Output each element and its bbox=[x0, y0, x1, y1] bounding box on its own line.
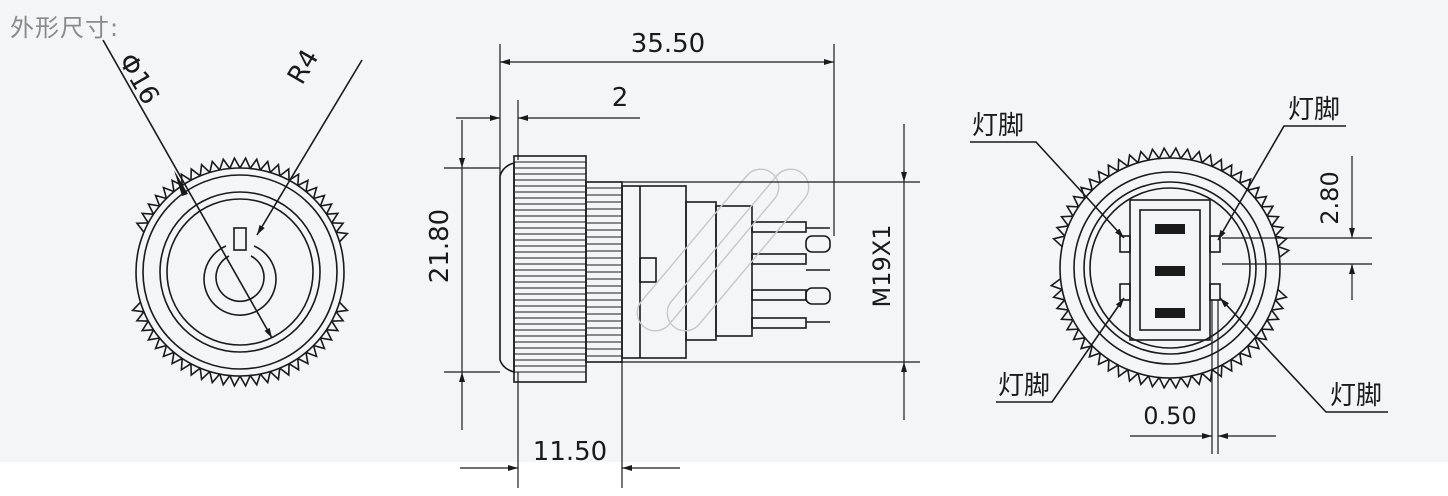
power-icon bbox=[203, 227, 277, 316]
lamp-leader-tl bbox=[970, 141, 1125, 239]
page-title: 外形尺寸: bbox=[10, 14, 120, 42]
center-block bbox=[1129, 199, 1211, 341]
diameter-label: Φ16 bbox=[112, 49, 165, 110]
lamp-pins bbox=[1119, 235, 1221, 301]
rear-view: 灯脚 灯脚 灯脚 灯脚 2.80 0.50 bbox=[970, 95, 1388, 454]
lamp-label-tr: 灯脚 bbox=[1288, 95, 1340, 125]
rear-inner-circle bbox=[1083, 181, 1257, 355]
front-ring-circle bbox=[142, 174, 338, 370]
switch-body bbox=[621, 185, 687, 359]
rear-knurled-ring bbox=[1049, 146, 1291, 390]
watermark bbox=[636, 168, 810, 332]
pin-pitch-label: 2.80 bbox=[1316, 171, 1344, 224]
pin-width-label: 0.50 bbox=[1143, 402, 1196, 430]
thread-label: M19X1 bbox=[868, 225, 896, 308]
latch-window bbox=[639, 257, 657, 283]
height-label: 21.80 bbox=[425, 209, 455, 283]
lamp-label-br: 灯脚 bbox=[1330, 381, 1382, 411]
terminals bbox=[751, 221, 831, 329]
lamp-leader-bl bbox=[996, 297, 1125, 403]
knurl-teeth bbox=[1049, 146, 1291, 390]
rear-ring-circle bbox=[1073, 171, 1267, 365]
lamp-label-tl: 灯脚 bbox=[972, 111, 1024, 141]
flange-label: 2 bbox=[612, 83, 629, 113]
drawing-background bbox=[0, 0, 1448, 462]
lamp-leader-br bbox=[1219, 297, 1388, 413]
lamp-leader-tr bbox=[1217, 125, 1346, 241]
terminal-base bbox=[715, 205, 753, 337]
rear-body bbox=[685, 201, 717, 341]
side-view: 35.50 2 21.80 M19X1 11.50 bbox=[425, 29, 920, 488]
dome-flange bbox=[499, 161, 515, 374]
diameter-leader bbox=[102, 39, 273, 339]
body-length-label: 11.50 bbox=[533, 437, 607, 467]
thread-lines bbox=[586, 187, 622, 357]
bezel-knurling bbox=[514, 161, 586, 373]
knurled-ring bbox=[130, 156, 350, 388]
lamp-label-bl: 灯脚 bbox=[998, 371, 1050, 401]
front-view: Φ16 R4 bbox=[102, 39, 363, 388]
overall-length-label: 35.50 bbox=[631, 29, 705, 59]
front-outer-circle bbox=[135, 167, 345, 377]
radius-label: R4 bbox=[282, 45, 325, 90]
front-cap-circle bbox=[159, 191, 321, 353]
knurl-teeth bbox=[130, 156, 350, 388]
radius-leader bbox=[256, 59, 363, 236]
front-lens-circle bbox=[166, 198, 314, 346]
rear-outer-circle bbox=[1059, 157, 1281, 379]
